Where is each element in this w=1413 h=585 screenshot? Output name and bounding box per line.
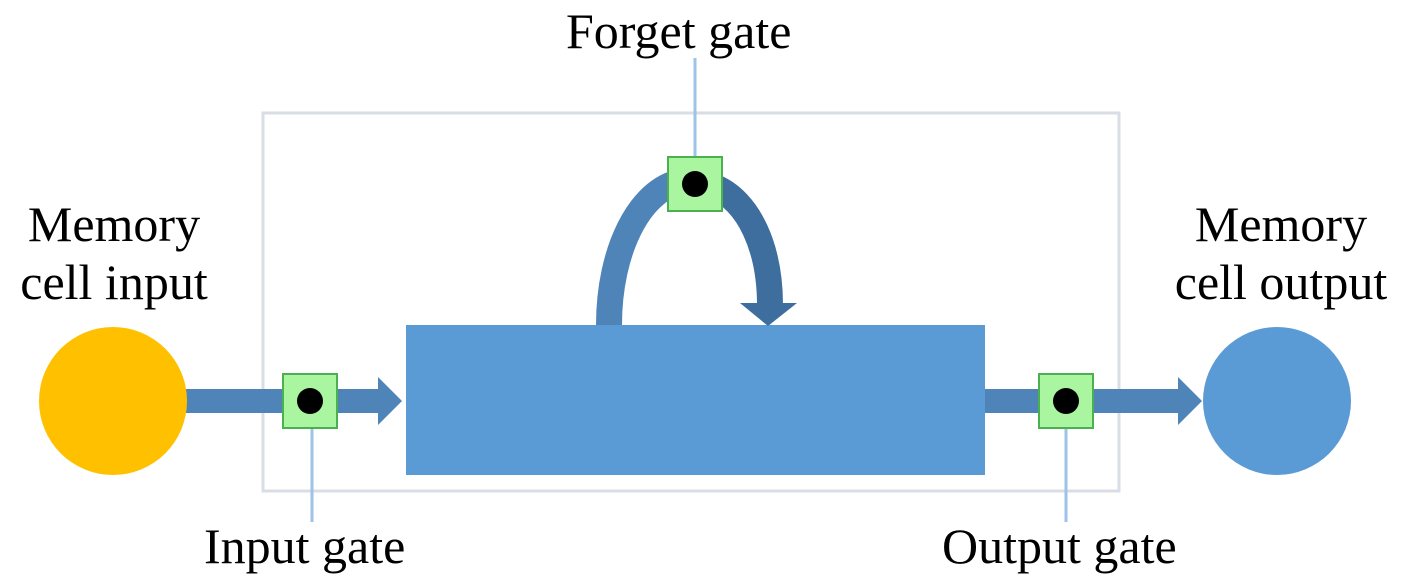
memory-cell-output-node	[1203, 327, 1351, 475]
memory-cell-input-label-line2: cell input	[20, 253, 208, 310]
lstm-block-frame	[261, 111, 1121, 493]
memory-cell-block	[406, 325, 985, 475]
forget-loop-left-arc	[596, 169, 684, 326]
forget-gate-label: Forget gate	[566, 3, 792, 59]
forget-loop-right-arc	[706, 173, 783, 306]
memory-cell-output-label-line1: Memory	[1194, 196, 1368, 252]
memory-cell-output-label-line2: cell output	[1174, 253, 1388, 310]
forget-gate	[667, 156, 723, 212]
input-arrow-head	[378, 377, 402, 425]
output-gate-label: Output gate	[942, 518, 1177, 574]
forget-loop-arrow-head	[740, 303, 797, 326]
output-gate	[1038, 373, 1094, 429]
output-gate-dot-icon	[1053, 388, 1079, 414]
forget-gate-dot-icon	[682, 171, 708, 197]
memory-cell-input-label-line1: Memory	[27, 196, 201, 252]
memory-cell-input-label: Memory cell input	[6, 196, 222, 311]
input-gate-label: Input gate	[204, 518, 406, 574]
input-gate-dot-icon	[297, 388, 323, 414]
output-arrow-head	[1178, 377, 1202, 425]
memory-cell-input-node	[39, 327, 187, 475]
memory-cell-output-label: Memory cell output	[1156, 196, 1406, 311]
input-gate	[282, 373, 338, 429]
